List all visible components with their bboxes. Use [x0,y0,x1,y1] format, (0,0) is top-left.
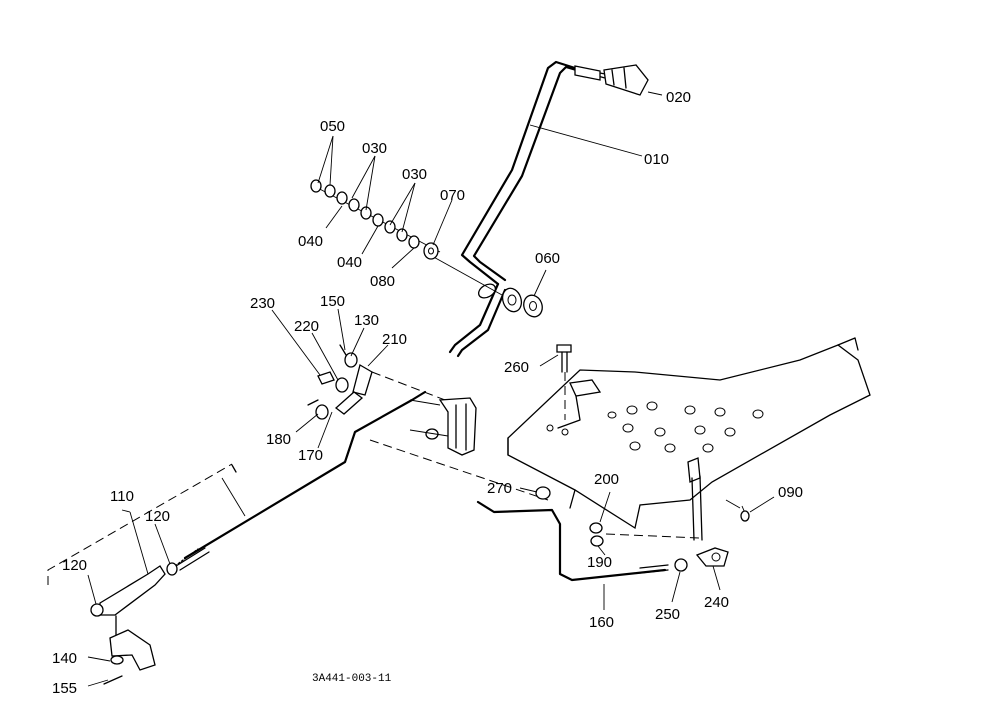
bolt-260 [556,344,572,420]
callout-060: 060 [535,250,560,267]
callout-190: 190 [587,554,612,571]
callout-040-b: 040 [337,254,362,271]
grip-020 [603,64,649,96]
floor-plate [507,337,871,541]
leader-lines [87,91,775,687]
callout-270: 270 [487,480,512,497]
callout-120-b: 120 [145,508,170,525]
callout-120-a: 120 [62,557,87,574]
callout-130: 130 [354,312,379,329]
nut-190 [590,535,604,547]
clip-230 [317,371,335,385]
callout-040-a: 040 [298,233,323,250]
washer-stack [310,179,441,260]
link-bracket-assembly [307,344,477,456]
rod-160 [369,439,729,582]
lever-010 [448,60,649,358]
nut-250 [674,558,688,572]
callout-210: 210 [382,331,407,348]
callout-050: 050 [320,118,345,135]
callout-030-b: 030 [402,166,427,183]
callout-080: 080 [370,273,395,290]
callout-010: 010 [644,151,669,168]
callout-140: 140 [52,650,77,667]
callout-200: 200 [594,471,619,488]
callout-090: 090 [778,484,803,501]
callout-260: 260 [504,359,529,376]
callout-160: 160 [589,614,614,631]
nut-270 [535,486,551,500]
rod-110 [47,390,427,685]
callout-110: 110 [110,488,134,505]
nut-200 [589,522,603,534]
callout-030-a: 030 [362,140,387,157]
pivot-assembly [429,254,543,318]
clevis-120 [99,565,166,616]
callout-170: 170 [298,447,323,464]
callout-155: 155 [52,680,77,697]
callout-230: 230 [250,295,275,312]
callout-070: 070 [440,187,465,204]
callout-250: 250 [655,606,680,623]
callout-240: 240 [704,594,729,611]
callout-180: 180 [266,431,291,448]
callout-labels: 020 010 050 030 030 040 040 080 070 060 … [52,89,803,697]
callout-020: 020 [666,89,691,106]
callout-220: 220 [294,318,319,335]
callout-150: 150 [320,293,345,310]
drawing-code: 3A441-003-11 [312,673,392,685]
